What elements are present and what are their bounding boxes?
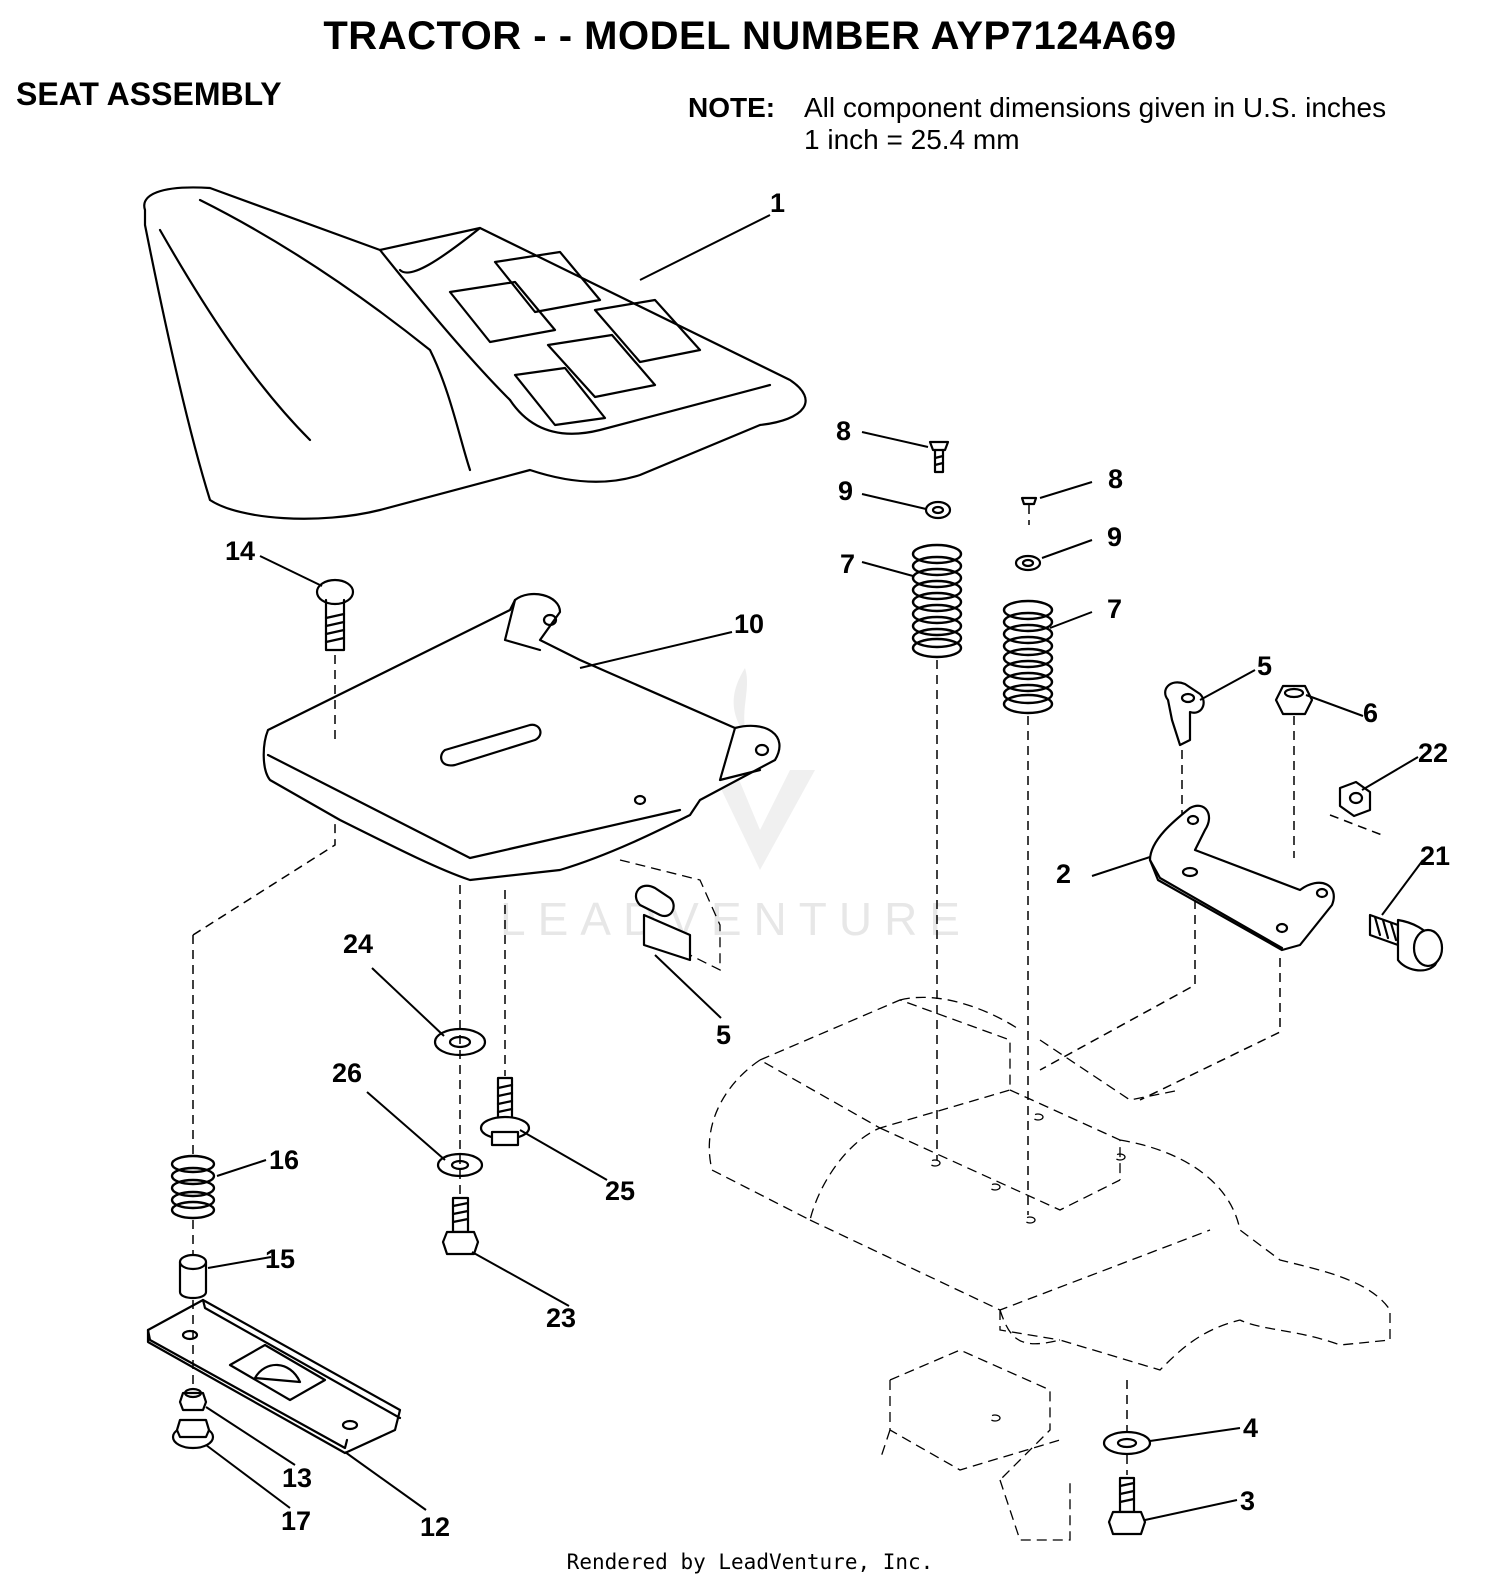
- tractor-frame-phantom: [708, 996, 1391, 1541]
- screw-25: [479, 1076, 531, 1147]
- callout-seat-pan: 10: [734, 609, 764, 639]
- callout-washer-26: 26: [332, 1058, 362, 1088]
- callout-bushing: 15: [265, 1244, 295, 1274]
- washer-4: [1102, 1430, 1152, 1456]
- callout-nut-22: 22: [1418, 738, 1448, 768]
- callout-numbers: 1 2 3 4 5 5 6 7 7 8 8 9 9 10 12 13 14 15…: [225, 188, 1450, 1542]
- bolt-23: [441, 1196, 480, 1256]
- carriage-bolt: [315, 578, 355, 745]
- callout-screw-left: 8: [836, 416, 851, 446]
- seat-pan: [262, 592, 781, 882]
- seat: [143, 186, 807, 520]
- page-title: TRACTOR - - MODEL NUMBER AYP7124A69: [323, 14, 1177, 58]
- bolt-3: [1107, 1476, 1147, 1536]
- watermark: LEADVENTURE: [500, 668, 972, 945]
- shoulder-bolt-21: [1368, 913, 1444, 972]
- leader-lines: [205, 214, 1424, 1521]
- nut-17: [171, 1418, 215, 1450]
- callout-screw-right: 8: [1108, 464, 1123, 494]
- spring-7-right: [1002, 599, 1054, 715]
- seat-pads: [448, 250, 702, 427]
- callout-spring-16: 16: [269, 1145, 299, 1175]
- callout-seat: 1: [770, 188, 785, 218]
- bracket-2: [1148, 804, 1335, 952]
- washer-9-right: [1014, 554, 1042, 572]
- callout-washer-left: 9: [838, 476, 853, 506]
- callout-bolt-23: 23: [546, 1303, 576, 1333]
- callout-slide-plate: 12: [420, 1512, 450, 1542]
- callout-bolt-bottom: 3: [1240, 1486, 1255, 1516]
- callout-screw-25: 25: [605, 1176, 635, 1206]
- callout-spring-left: 7: [840, 549, 855, 579]
- washer-9-left: [924, 500, 952, 520]
- screw-8-left: [928, 440, 950, 474]
- section-title: SEAT ASSEMBLY: [16, 76, 282, 112]
- clip-right: [1164, 681, 1205, 747]
- watermark-text: LEADVENTURE: [500, 893, 972, 945]
- callout-bracket: 2: [1056, 859, 1071, 889]
- note-dimensions: All component dimensions given in U.S. i…: [804, 92, 1387, 123]
- callout-locknut: 6: [1363, 698, 1378, 728]
- spring-7-left: [911, 543, 963, 659]
- footer-credit: Rendered by LeadVenture, Inc.: [566, 1550, 934, 1574]
- note-label: NOTE:: [688, 92, 776, 123]
- callout-washer-bottom: 4: [1243, 1413, 1258, 1443]
- callout-nut-13: 13: [282, 1463, 312, 1493]
- screw-8-right: [1020, 496, 1038, 525]
- callout-nut-17: 17: [281, 1506, 311, 1536]
- clip-left: [619, 859, 721, 972]
- note-conversion: 1 inch = 25.4 mm: [804, 124, 1020, 155]
- nut-13: [178, 1387, 208, 1412]
- callout-washer-right: 9: [1107, 522, 1122, 552]
- callout-spring-right: 7: [1107, 594, 1122, 624]
- bushing-15: [178, 1253, 208, 1300]
- callout-washer-24: 24: [343, 929, 373, 959]
- callout-shoulder-bolt: 21: [1420, 841, 1450, 871]
- callout-clip-right: 5: [1257, 651, 1272, 681]
- slide-plate: [146, 1298, 402, 1455]
- locknut-6: [1274, 684, 1314, 716]
- callout-clip-left: 5: [716, 1020, 731, 1050]
- spring-16: [170, 1154, 216, 1220]
- callout-carriage-bolt: 14: [225, 536, 255, 566]
